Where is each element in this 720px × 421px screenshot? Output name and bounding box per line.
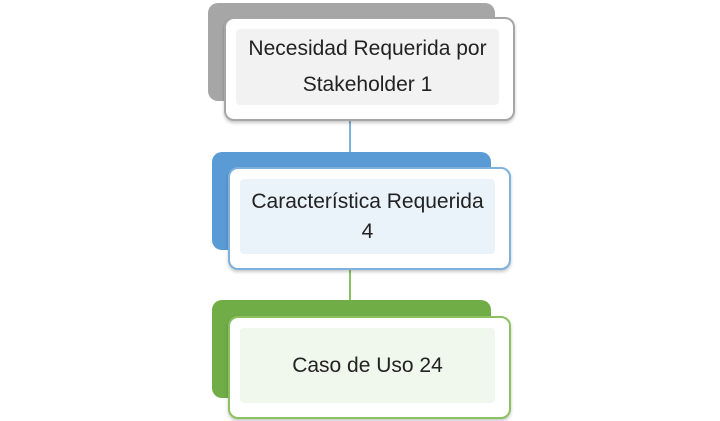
node-usecase-card: Caso de Uso 24 — [228, 316, 511, 419]
connector-characteristic-to-usecase — [349, 269, 351, 319]
node-usecase-label: Caso de Uso 24 — [292, 353, 443, 377]
node-usecase-inner: Caso de Uso 24 — [240, 328, 495, 403]
node-need-card: Necesidad Requerida por Stakeholder 1 — [224, 17, 515, 121]
node-characteristic-card: Característica Requerida 4 — [228, 167, 511, 270]
node-need-inner: Necesidad Requerida por Stakeholder 1 — [236, 29, 499, 105]
node-characteristic-inner: Característica Requerida 4 — [240, 179, 495, 254]
node-characteristic-label: Característica Requerida 4 — [251, 189, 484, 243]
connector-need-to-characteristic — [349, 120, 351, 170]
node-need-label: Necesidad Requerida por Stakeholder 1 — [248, 37, 487, 96]
